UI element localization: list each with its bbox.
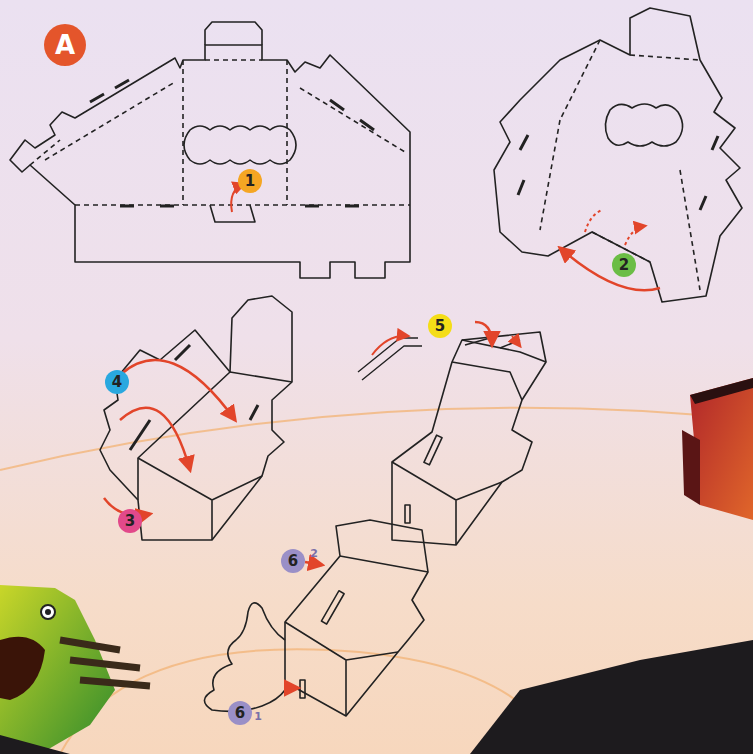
folded-step-5-part: [300, 680, 305, 698]
folded-step-3-part: [120, 360, 235, 420]
callout-number: 6: [228, 701, 252, 725]
monster-photo-part: [0, 637, 45, 700]
flat-net: [10, 22, 410, 278]
box-photo-part: [682, 430, 700, 505]
flat-net-part: [90, 80, 374, 130]
folded-step-3-part: [100, 330, 230, 500]
callout-number: 5: [428, 314, 452, 338]
folded-step-3: [100, 296, 292, 540]
folded-step-2: [494, 8, 742, 302]
folded-step-4-part: [475, 322, 492, 345]
monster-photo-part: [0, 585, 115, 754]
folded-step-4-part: [405, 505, 410, 523]
folded-step-4: [358, 322, 546, 545]
sub-step-number: 2: [310, 548, 318, 559]
folded-step-2-part: [494, 8, 742, 302]
folded-step-5-part: [285, 556, 428, 716]
flat-net-part: [184, 126, 296, 164]
flat-net-part: [210, 205, 255, 222]
folded-step-4-part: [424, 435, 442, 465]
folded-step-4-part: [392, 332, 546, 545]
callout-number: 2: [612, 253, 636, 277]
folded-step-5-part: [305, 562, 322, 565]
monster-photo-part: [41, 605, 55, 619]
folded-step-4-part: [372, 336, 408, 355]
callout-number: 3: [118, 509, 142, 533]
step-letter: A: [44, 24, 86, 66]
flat-net-part: [10, 45, 410, 278]
folded-step-4-part: [392, 340, 546, 545]
folded-step-2-part: [540, 40, 700, 290]
flat-net-part: [205, 22, 262, 45]
folded-step-2-part: [585, 210, 645, 245]
monster-photo-part: [45, 609, 51, 615]
sub-step-number: 1: [254, 711, 262, 722]
background-decoration: [0, 408, 753, 754]
folded-step-4-part: [358, 338, 422, 380]
background-decoration-part: [0, 408, 753, 470]
folded-step-5-part: [285, 687, 298, 690]
folded-step-3-part: [138, 296, 292, 540]
box-photo-part: [690, 378, 753, 404]
callout-number: 1: [238, 169, 262, 193]
dark-board-photo-part: [470, 640, 753, 754]
dark-board-photo-part: [0, 735, 70, 754]
folded-step-5: [204, 520, 428, 716]
callout-number: 4: [105, 370, 129, 394]
flat-net-part: [30, 60, 410, 205]
folded-step-3-part: [138, 372, 292, 540]
folded-step-5-part: [285, 520, 428, 716]
dark-board-photo: [0, 640, 753, 754]
folded-step-5-part: [321, 591, 344, 624]
callout-number: 6: [281, 549, 305, 573]
monster-photo: [0, 585, 150, 754]
folded-step-4-part: [512, 336, 520, 346]
folded-step-2-part: [605, 104, 682, 146]
box-photo: [682, 378, 753, 520]
folded-step-2-part: [518, 135, 718, 210]
monster-photo-part: [60, 640, 150, 686]
folded-step-3-part: [120, 408, 190, 470]
folded-step-5-part: [204, 603, 285, 711]
folded-step-2-part: [560, 248, 660, 290]
